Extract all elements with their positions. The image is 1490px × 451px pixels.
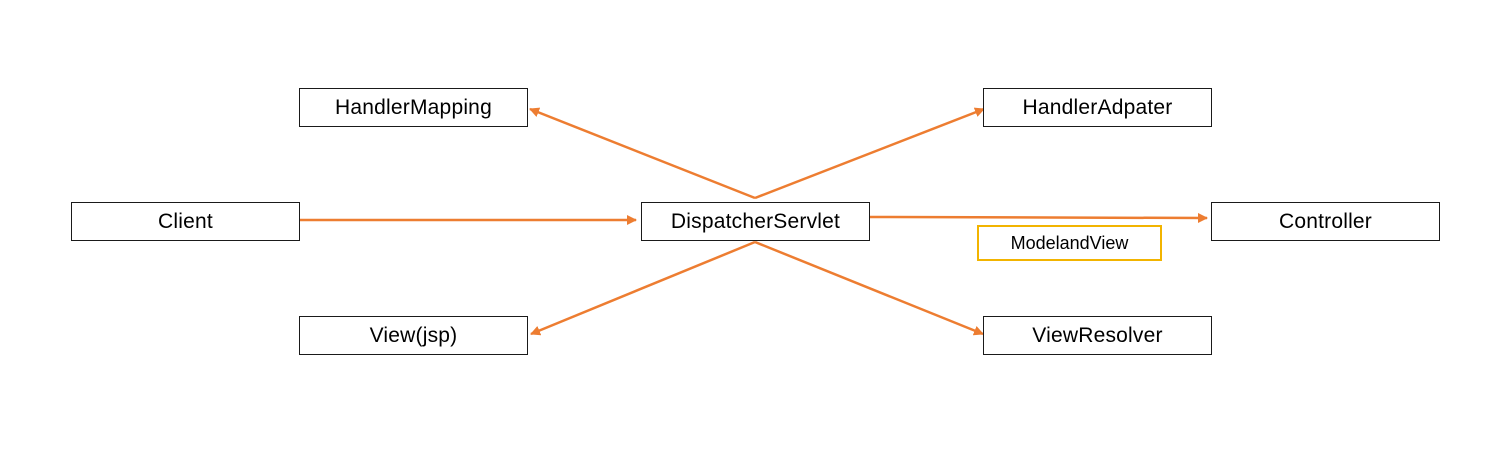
arrow-dispatcher-to-viewresolver — [754, 240, 984, 336]
handler-mapping-label: HandlerMapping — [335, 95, 492, 119]
client-label: Client — [158, 209, 213, 233]
handler-adapter-label: HandlerAdpater — [1022, 95, 1173, 119]
arrow-dispatcher-to-handleradapter — [754, 107, 985, 200]
arrow-dispatcher-to-controller — [869, 212, 1208, 223]
view-resolver-node: ViewResolver — [983, 316, 1212, 355]
view-label: View(jsp) — [369, 323, 458, 347]
arrow-dispatcher-to-view — [530, 240, 756, 336]
controller-label: Controller — [1278, 209, 1373, 233]
handler-mapping-node: HandlerMapping — [299, 88, 528, 127]
client-node: Client — [71, 202, 300, 241]
view-node: View(jsp) — [299, 316, 528, 355]
arrow-dispatcher-to-handlermapping — [529, 107, 756, 200]
controller-node: Controller — [1211, 202, 1440, 241]
dispatcher-servlet-node: DispatcherServlet — [641, 202, 870, 241]
model-and-view-text: ModelandView — [1010, 232, 1129, 253]
handler-adapter-node: HandlerAdpater — [983, 88, 1212, 127]
model-and-view-edge-label: ModelandView — [977, 225, 1162, 261]
dispatcher-servlet-label: DispatcherServlet — [670, 209, 841, 233]
view-resolver-label: ViewResolver — [1032, 323, 1163, 347]
